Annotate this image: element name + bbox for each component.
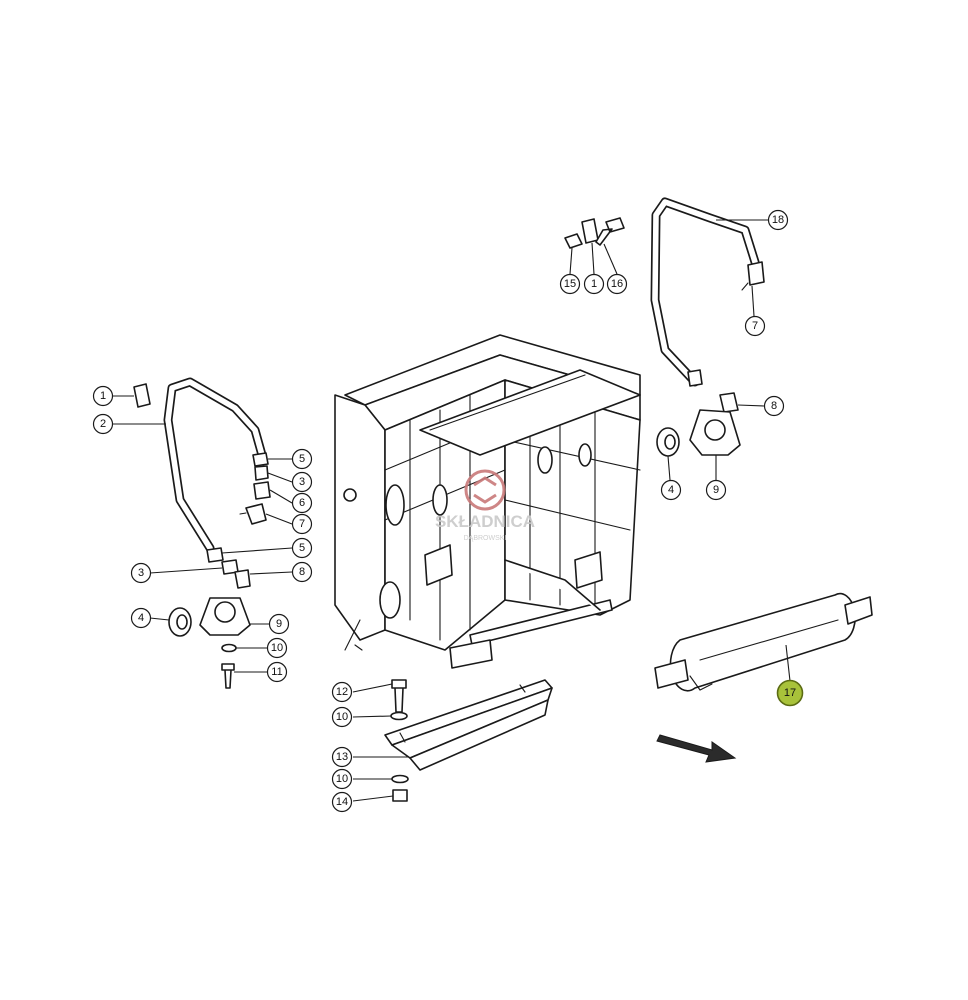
callout-label: 14 [336, 796, 348, 808]
watermark-name: SKŁADNICA [435, 512, 535, 531]
nut-part-15 [564, 233, 583, 249]
washer-part-10-lower [391, 774, 409, 784]
callout-label: 7 [752, 320, 758, 332]
callout-12[interactable]: 12 [331, 681, 353, 703]
callout-1-right[interactable]: 1 [583, 273, 605, 295]
direction-arrow [656, 734, 737, 763]
callout-label: 10 [336, 711, 348, 723]
callout-label: 18 [772, 214, 784, 226]
callout-label: 17 [784, 687, 796, 699]
elbow-part-8-right [719, 392, 739, 413]
nut-part-5-lower [206, 547, 224, 563]
central-frame-housing [334, 334, 641, 669]
callout-10-left[interactable]: 10 [266, 637, 288, 659]
callout-9-right[interactable]: 9 [705, 479, 727, 501]
right-tube-assembly [564, 197, 765, 457]
bolt-part-16 [595, 217, 625, 246]
union-part-3 [254, 465, 269, 481]
callout-3-lower[interactable]: 3 [130, 562, 152, 584]
callout-18[interactable]: 18 [767, 209, 789, 231]
washer-part-10 [221, 643, 237, 653]
callout-label: 9 [713, 484, 719, 496]
callout-label: 3 [299, 476, 305, 488]
callout-6[interactable]: 6 [291, 492, 313, 514]
callout-7-right[interactable]: 7 [744, 315, 766, 337]
callout-13[interactable]: 13 [331, 746, 353, 768]
fitting-part-6 [253, 481, 271, 500]
callout-label: 8 [299, 566, 305, 578]
callout-17-highlighted[interactable]: 17 [776, 679, 804, 707]
callout-4-left[interactable]: 4 [130, 607, 152, 629]
callout-2[interactable]: 2 [92, 413, 114, 435]
callout-10-lower[interactable]: 10 [331, 768, 353, 790]
drive-shaft-part-17 [654, 592, 873, 692]
elbow-part-8 [234, 569, 251, 589]
left-tube-assembly [133, 377, 271, 689]
callout-3-upper[interactable]: 3 [291, 471, 313, 493]
callout-label: 10 [271, 642, 283, 654]
fitting-part-7-right [747, 261, 765, 286]
washer-part-10-upper [390, 711, 408, 721]
callout-label: 4 [668, 484, 674, 496]
callout-label: 11 [271, 666, 282, 678]
callouts: 1 2 5 3 6 7 5 3 8 4 9 10 11 15 1 16 18 7… [92, 209, 804, 813]
callout-label: 2 [100, 418, 106, 430]
callout-8-left[interactable]: 8 [291, 561, 313, 583]
callout-label: 1 [591, 278, 597, 290]
callout-label: 13 [336, 751, 348, 763]
callout-15[interactable]: 15 [559, 273, 581, 295]
callout-label: 3 [138, 567, 144, 579]
watermark-subtitle: DĄBROWSKI [464, 535, 507, 542]
clip-part-1-right [581, 218, 599, 244]
callout-16[interactable]: 16 [606, 273, 628, 295]
callout-label: 1 [100, 390, 106, 402]
callout-8-right[interactable]: 8 [763, 395, 785, 417]
watermark-logo-icon [464, 469, 506, 511]
callout-label: 9 [276, 618, 282, 630]
callout-label: 8 [771, 400, 777, 412]
callout-10-upper[interactable]: 10 [331, 706, 353, 728]
callout-7-left[interactable]: 7 [291, 513, 313, 535]
callout-label: 16 [611, 278, 623, 290]
leader-lines [112, 219, 791, 802]
callout-label: 4 [138, 612, 144, 624]
watermark: SKŁADNICA DĄBROWSKI [435, 469, 535, 542]
bolt-part-12 [391, 679, 407, 713]
bolt-part-11 [221, 663, 235, 689]
lower-guard-assembly [384, 679, 553, 802]
callout-5-upper[interactable]: 5 [291, 448, 313, 470]
callout-label: 12 [336, 686, 348, 698]
clip-part-1 [133, 383, 151, 408]
callout-14[interactable]: 14 [331, 791, 353, 813]
callout-label: 5 [299, 453, 305, 465]
callout-5-lower[interactable]: 5 [291, 537, 313, 559]
elbow-part-7 [245, 503, 267, 525]
callout-label: 6 [299, 497, 305, 509]
callout-label: 15 [564, 278, 576, 290]
callout-1-left[interactable]: 1 [92, 385, 114, 407]
nut-part-14 [392, 789, 408, 802]
callout-9-left[interactable]: 9 [268, 613, 290, 635]
callout-11[interactable]: 11 [266, 661, 288, 683]
callout-label: 7 [299, 518, 305, 530]
callout-4-right[interactable]: 4 [660, 479, 682, 501]
callout-label: 5 [299, 542, 305, 554]
nut-part-5 [252, 452, 269, 467]
callout-label: 10 [336, 773, 348, 785]
